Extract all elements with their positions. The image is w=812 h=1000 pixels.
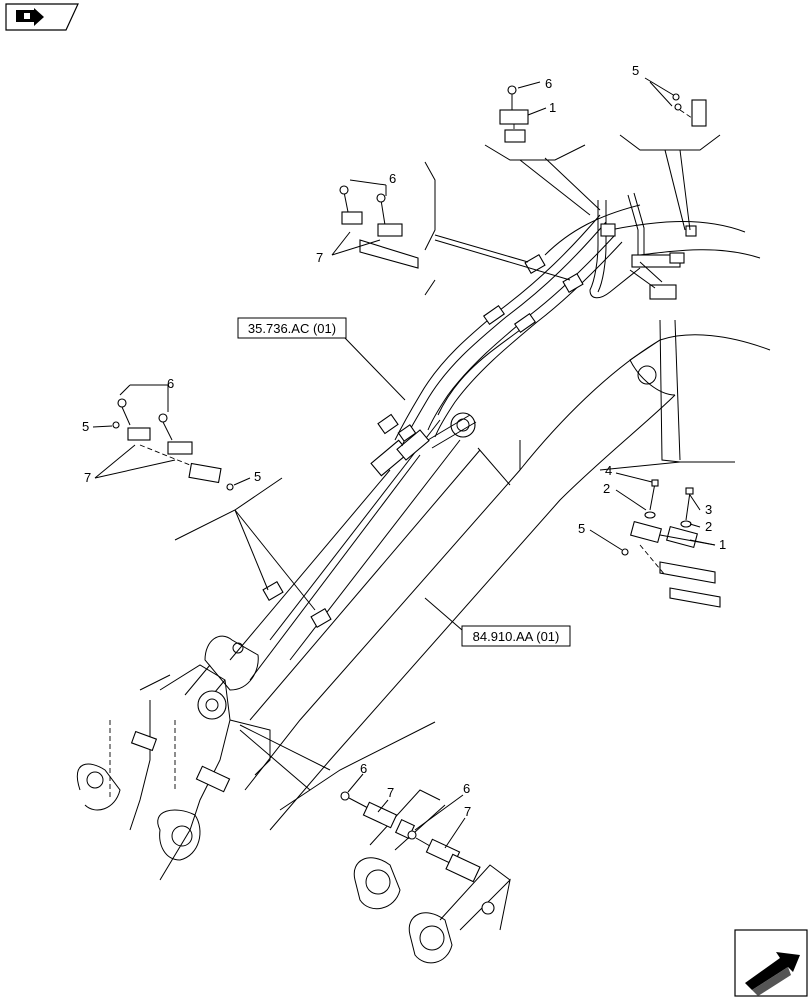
section-tab-icon[interactable]: [5, 3, 79, 31]
leader-lines: [174, 134, 735, 811]
callout-right-2a: 2: [603, 481, 610, 496]
hose-clamp: [262, 223, 616, 628]
callout-top-right-5: 5: [632, 63, 639, 78]
reference-label: 84.910.AA (01): [473, 629, 560, 644]
callout-right-5: 5: [578, 521, 585, 536]
pipe-rack: [589, 192, 697, 300]
detail-top-center: [499, 81, 547, 143]
boom-foot: [76, 664, 271, 881]
reference-link-35736[interactable]: 35.736.AC (01): [237, 317, 347, 339]
reference-label: 35.736.AC (01): [248, 321, 336, 336]
callout-bottom-7b: 7: [464, 804, 471, 819]
callout-right-3: 3: [705, 502, 712, 517]
detail-upper-left: [331, 179, 419, 269]
callout-right-1: 1: [719, 537, 726, 552]
detail-bottom: [340, 773, 511, 964]
callout-bottom-7a: 7: [387, 785, 394, 800]
callout-top-center-6: 6: [545, 76, 552, 91]
callout-upper-left-6: 6: [389, 171, 396, 186]
boom-outline: [184, 204, 771, 831]
callout-mid-left-6: 6: [167, 376, 174, 391]
detail-top-right: [644, 77, 707, 127]
next-page-arrow-icon[interactable]: [734, 929, 808, 997]
detail-mid-left: [92, 384, 251, 491]
callout-mid-left-5a: 5: [82, 419, 89, 434]
callout-labels: 6 1 5 6 7 6 5 7 5 4 2 3 2 5 1 6 7 6 7: [82, 63, 726, 819]
callout-right-2b: 2: [705, 519, 712, 534]
callout-upper-left-7: 7: [316, 250, 323, 265]
callout-bottom-6a: 6: [360, 761, 367, 776]
reference-link-84910[interactable]: 84.910.AA (01): [461, 625, 571, 647]
hydraulic-hoses: [377, 214, 623, 447]
callout-right-4: 4: [605, 463, 612, 478]
callout-bottom-6b: 6: [463, 781, 470, 796]
callout-top-center-1: 1: [549, 100, 556, 115]
callout-mid-left-5b: 5: [254, 469, 261, 484]
detail-right: [589, 472, 721, 608]
callout-mid-left-7: 7: [84, 470, 91, 485]
